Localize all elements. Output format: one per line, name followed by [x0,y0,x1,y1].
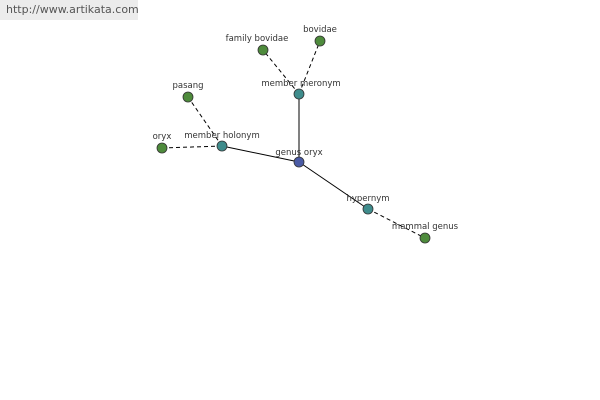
node-label-family-bovidae: family bovidae [226,34,289,44]
node-label-hypernym: hypernym [346,194,389,204]
edge-member-meronym-to-bovidae [298,40,321,95]
node-label-pasang: pasang [172,81,203,91]
site-link[interactable]: http://www.artikata.com [0,0,139,20]
node-dot-member-holonym[interactable] [216,140,228,152]
node-genus-oryx[interactable]: genus oryx [275,148,323,168]
edge-genus-oryx-to-hypernym [298,161,369,210]
node-label-genus-oryx: genus oryx [275,148,322,158]
node-label-bovidae: bovidae [303,25,337,35]
nodes-layer: genus oryx member meronym member holonym hy… [153,25,459,244]
node-dot-member-meronym[interactable] [293,88,305,100]
node-dot-genus-oryx[interactable] [293,156,305,168]
edge-member-meronym-to-family-bovidae [262,49,300,95]
node-dot-pasang[interactable] [182,91,194,103]
node-dot-hypernym[interactable] [362,203,374,215]
node-pasang[interactable]: pasang [172,81,204,103]
node-family-bovidae[interactable]: family bovidae [226,34,289,56]
node-mammal-genus[interactable]: mammal genus [392,222,459,244]
node-dot-bovidae[interactable] [314,35,326,47]
node-label-oryx: oryx [153,132,172,142]
node-dot-oryx[interactable] [156,142,168,154]
node-label-member-meronym: member meronym [261,79,340,89]
node-member-meronym[interactable]: member meronym [261,79,341,100]
node-label-member-holonym: member holonym [184,131,259,141]
node-hypernym[interactable]: hypernym [346,194,390,215]
edge-hypernym-to-mammal-genus [367,208,426,239]
node-dot-mammal-genus[interactable] [419,232,431,244]
edges-layer [161,40,426,239]
node-dot-family-bovidae[interactable] [257,44,269,56]
edge-member-holonym-to-oryx [161,145,223,149]
node-bovidae[interactable]: bovidae [303,25,337,47]
node-oryx[interactable]: oryx [153,132,172,154]
edge-member-holonym-to-pasang [187,96,223,147]
edge-genus-oryx-to-member-holonym [221,145,300,163]
node-member-holonym[interactable]: member holonym [184,131,260,152]
node-label-mammal-genus: mammal genus [392,222,459,232]
